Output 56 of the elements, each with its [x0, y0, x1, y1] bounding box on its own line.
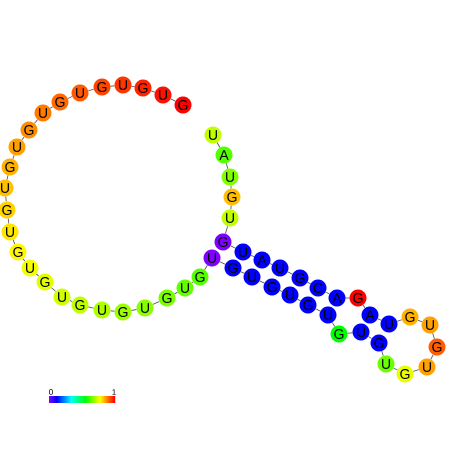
backbone-line: [347, 332, 353, 334]
backbone-line: [412, 369, 420, 372]
backbone-line: [230, 245, 236, 249]
backbone-line: [12, 154, 15, 160]
backbone-line: [50, 106, 54, 109]
backbone-line: [8, 218, 10, 224]
backbone-line: [325, 292, 330, 294]
backbone-line: [225, 226, 228, 234]
backbone-line: [12, 240, 16, 244]
backbone-line: [110, 310, 115, 312]
backbone-line: [110, 85, 115, 87]
backbone-line: [315, 308, 321, 312]
backbone-line: [368, 336, 372, 339]
backbone-line: [51, 287, 56, 292]
backbone-line: [297, 298, 301, 302]
backbone-line: [240, 271, 245, 274]
backbone-line: [418, 320, 422, 322]
backbone-line: [259, 280, 265, 284]
backbone-line: [332, 322, 336, 327]
backbone-line: [430, 354, 434, 360]
backbone-line: [307, 282, 311, 284]
backbone-line: [396, 319, 402, 322]
backbone-line: [362, 304, 366, 308]
backbone-line: [270, 263, 272, 265]
backbone-line: [174, 292, 178, 294]
backbone-line: [131, 309, 137, 311]
backbone-line: [250, 254, 254, 258]
backbone-line: [393, 368, 398, 370]
backbone-line: [287, 272, 293, 275]
backbone-line: [152, 301, 160, 305]
backbone-line: [34, 119, 38, 124]
scale-label: 0: [49, 389, 53, 395]
backbone-line: [432, 332, 435, 340]
backbone-line: [230, 205, 232, 210]
backbone-line: [280, 290, 282, 292]
backbone-line: [70, 300, 72, 302]
backbone-line: [170, 98, 176, 102]
backbone-line: [6, 175, 8, 180]
backbone-line: [68, 96, 72, 99]
backbone-line: [381, 350, 384, 356]
backbone-line: [377, 318, 382, 321]
backbone-line: [219, 261, 226, 265]
backbone-line: [5, 196, 7, 202]
backbone-line: [216, 142, 220, 148]
backbone-line: [36, 274, 40, 276]
backbone-line: [150, 90, 156, 93]
backbone-line: [131, 86, 135, 88]
scale-label: 1: [112, 389, 116, 395]
backbone-line: [204, 264, 208, 270]
backbone-line: [192, 282, 194, 284]
backbone-line: [88, 306, 94, 308]
backbone-line: [22, 136, 24, 140]
backbone-line: [22, 258, 26, 262]
backbone-line: [230, 185, 232, 189]
backbone-line: [226, 163, 228, 169]
backbone-line: [88, 88, 94, 92]
